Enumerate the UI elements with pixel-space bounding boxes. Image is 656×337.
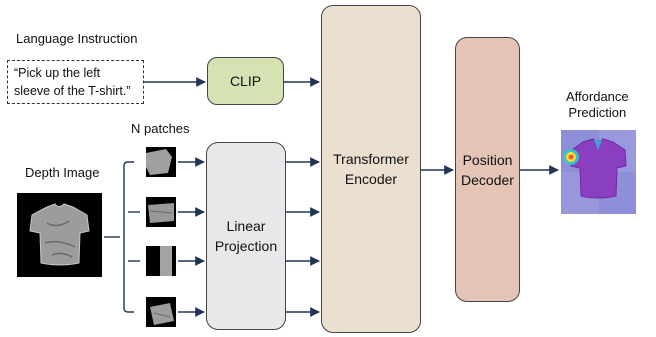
tshirt-depth-shape <box>29 203 90 266</box>
linear-projection-block: Linear Projection <box>206 142 286 330</box>
depth-image-heading: Depth Image <box>25 165 100 180</box>
language-instruction-heading: Language Instruction <box>16 31 138 46</box>
transformer-encoder-line-1: Transformer <box>333 151 409 167</box>
affordance-heading: Affordance Prediction <box>566 89 629 121</box>
instruction-line-2: sleeve of the T-shirt.” <box>14 84 131 98</box>
affordance-heading-line-1: Affordance <box>566 89 629 104</box>
clip-label: CLIP <box>229 73 262 89</box>
linear-projection-line-1: Linear <box>226 218 266 234</box>
n-patches-heading: N patches <box>131 121 190 136</box>
patch-3 <box>146 246 176 276</box>
transformer-encoder-block: Transformer Encoder <box>321 5 421 333</box>
affordance-image <box>561 130 636 214</box>
clip-block: CLIP <box>207 57 284 105</box>
affordance-heatmap <box>561 130 636 214</box>
position-decoder-line-2: Decoder <box>461 171 514 188</box>
position-decoder-block: Position Decoder <box>455 37 520 302</box>
position-decoder-line-1: Position <box>462 151 513 168</box>
transformer-encoder-line-2: Encoder <box>344 171 398 187</box>
depth-image <box>17 193 102 277</box>
patch-bracket <box>123 161 134 313</box>
linear-projection-line-2: Projection <box>214 238 278 254</box>
affordance-heading-line-2: Prediction <box>568 105 627 120</box>
language-instruction-box: “Pick up the left sleeve of the T-shirt.… <box>7 60 144 104</box>
patch-4 <box>146 297 176 327</box>
patch-2 <box>146 197 176 227</box>
instruction-line-1: “Pick up the left <box>14 66 101 80</box>
patch-1 <box>146 147 176 177</box>
